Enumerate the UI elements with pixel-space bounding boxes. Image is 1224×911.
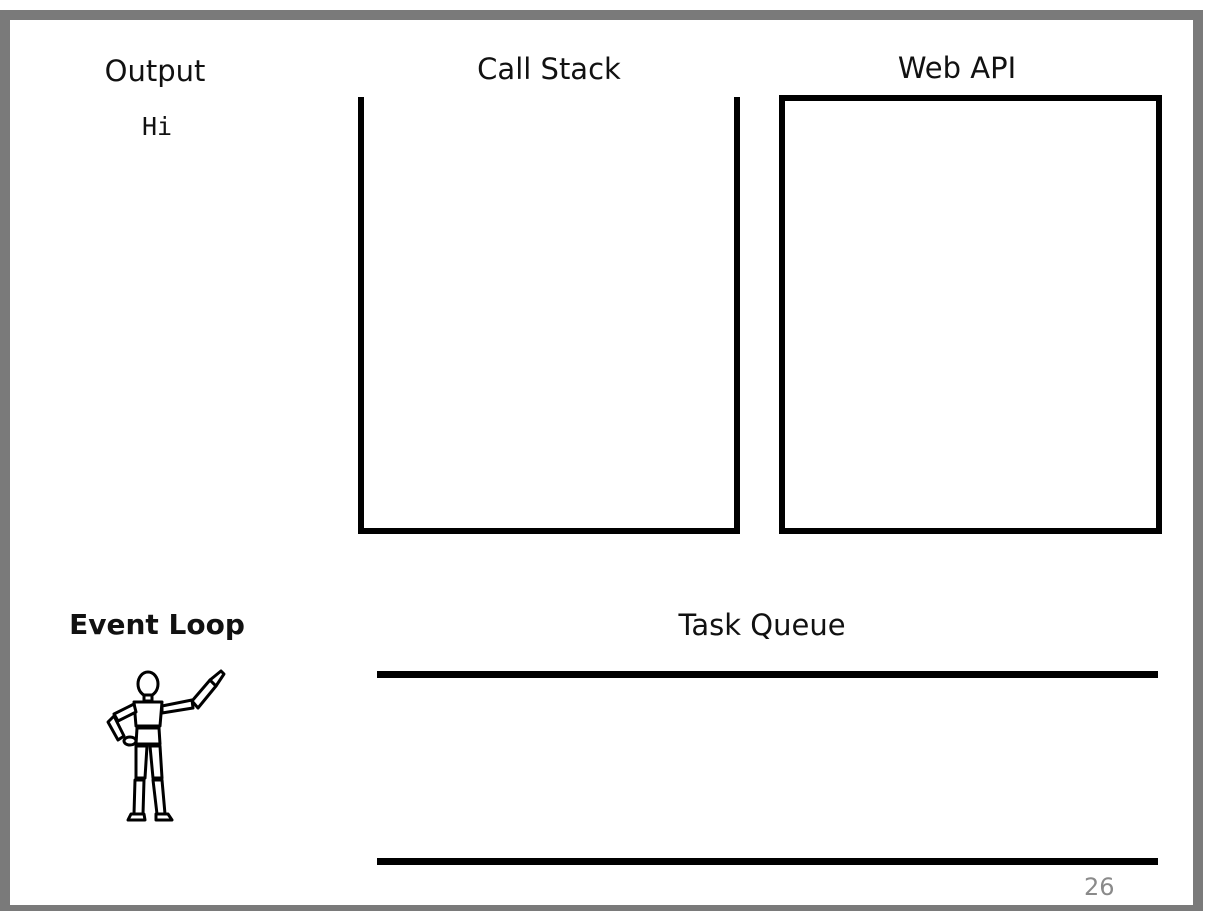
output-heading: Output xyxy=(104,54,206,88)
page-number: 26 xyxy=(1084,873,1115,901)
event-loop-heading: Event Loop xyxy=(69,608,245,641)
task-queue-heading: Task Queue xyxy=(678,608,846,642)
call-stack-container xyxy=(358,97,740,534)
task-queue-bottom-line xyxy=(377,858,1158,865)
web-api-heading: Web API xyxy=(897,51,1017,85)
call-stack-heading: Call Stack xyxy=(477,52,621,86)
slide-frame xyxy=(0,10,1203,911)
wooden-mannequin-pointing-icon xyxy=(100,666,230,826)
web-api-container xyxy=(779,95,1162,534)
task-queue-top-line xyxy=(377,671,1158,678)
output-line: Hi xyxy=(141,112,173,141)
